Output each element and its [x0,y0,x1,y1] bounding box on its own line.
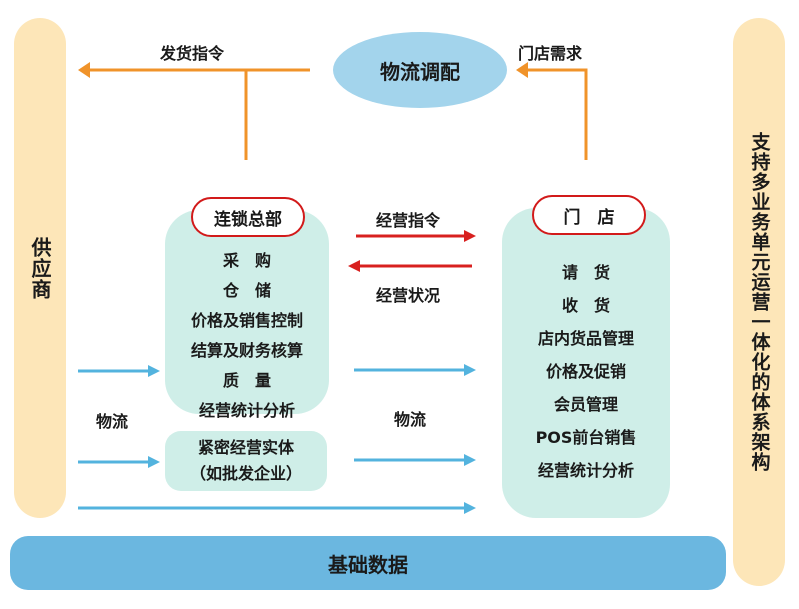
store-title-pill: 门 店 [532,195,646,235]
business-status-label: 经营状况 [376,286,441,305]
architecture-note-label: 支持多业务单元运营一体化的体系架构 [748,132,771,472]
store-box: 请 货 收 货 店内货品管理 价格及促销 会员管理 POS前台销售 经营统计分析 [502,208,670,518]
store-item: 收 货 [561,296,610,315]
business-order-label: 经营指令 [376,211,441,230]
store-item: 请 货 [561,263,610,282]
store-item: POS前台销售 [535,428,637,447]
store-demand-label: 门店需求 [518,44,583,63]
logistics-label-left: 物流 [96,412,129,431]
base-data-bar: 基础数据 [10,536,726,590]
logistics-label-mid: 物流 [394,410,427,429]
logistics-dispatch-label: 物流调配 [380,59,460,84]
base-data-label: 基础数据 [328,552,408,577]
store-item: 会员管理 [553,395,618,414]
hq-item: 结算及财务核算 [190,341,303,360]
entity-line2: （如批发企业） [189,464,302,483]
store-demand-arrow [524,68,588,160]
store-item: 价格及促销 [545,362,626,381]
entity-line1: 紧密经营实体 [197,438,294,457]
store-title: 门 店 [563,207,615,228]
logistics-dispatch-node: 物流调配 [333,32,507,108]
supplier-bar: 供应商 [14,18,66,518]
store-item: 经营统计分析 [537,461,634,480]
store-item: 店内货品管理 [537,329,634,348]
affiliated-entity-box: 紧密经营实体 （如批发企业） [165,431,327,491]
hq-item: 采 购 [222,251,271,270]
hq-item: 仓 储 [222,281,271,300]
hq-title-pill: 连锁总部 [191,197,305,237]
hq-item: 经营统计分析 [198,401,295,420]
hq-title: 连锁总部 [214,209,282,230]
hq-box: 采 购 仓 储 价格及销售控制 结算及财务核算 质 量 经营统计分析 [165,210,329,420]
architecture-note-bar: 支持多业务单元运营一体化的体系架构 [733,18,785,586]
hq-item: 质 量 [222,371,271,390]
ship-order-label: 发货指令 [160,44,225,63]
hq-item: 价格及销售控制 [190,311,303,330]
supplier-label: 供应商 [28,236,52,300]
